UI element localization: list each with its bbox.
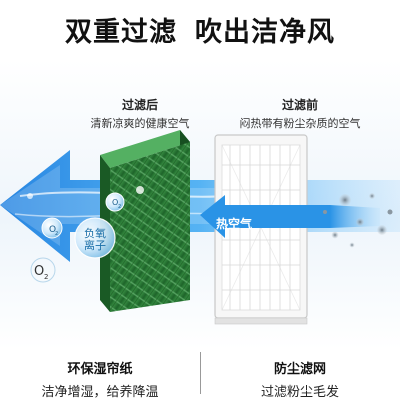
headline: 双重过滤吹出洁净风 (0, 10, 400, 49)
dust-filter-title: 防尘滤网 (273, 362, 326, 377)
wet-curtain-block (100, 130, 190, 312)
wet-curtain-title: 环保湿帘纸 (67, 362, 133, 377)
svg-text:O: O (49, 225, 56, 235)
svg-text:2: 2 (44, 273, 48, 281)
dust-filter-caption: 防尘滤网 过滤粉尘毛发 (200, 358, 400, 400)
svg-text:O: O (112, 198, 118, 207)
hot-air-arrow (200, 195, 380, 238)
wet-curtain-caption: 环保湿帘纸 洁净增湿，给养降温 (0, 358, 200, 400)
after-filter-label: 过滤后 清新凉爽的健康空气 (55, 96, 225, 131)
negative-ion-label: 负氧离子 (84, 227, 106, 252)
svg-text:O: O (34, 264, 44, 279)
dust-filter-subtitle: 过滤粉尘毛发 (260, 385, 339, 400)
svg-text:2: 2 (118, 204, 121, 210)
oxygen-molecule-icon: O 2 (30, 257, 56, 283)
divider (200, 352, 201, 394)
before-filter-subtitle: 闷热带有粉尘杂质的空气 (239, 117, 361, 130)
after-filter-subtitle: 清新凉爽的健康空气 (90, 117, 190, 130)
dust-particles (323, 193, 393, 248)
oxygen-bubble-icon: O 2 (105, 192, 125, 212)
svg-text:2: 2 (55, 231, 58, 237)
headline-part-2: 吹出洁净风 (195, 17, 335, 48)
headline-part-1: 双重过滤 (65, 17, 177, 48)
before-filter-label: 过滤前 闷热带有粉尘杂质的空气 (225, 96, 375, 131)
before-filter-title: 过滤前 (281, 98, 318, 112)
oxygen-bubble-icon: O 2 (41, 217, 63, 239)
negative-ion-bubble (74, 217, 116, 259)
hot-air-label: 热空气 (215, 217, 252, 231)
wet-curtain-subtitle: 洁净增湿，给养降温 (41, 385, 159, 400)
after-filter-title: 过滤后 (121, 98, 158, 112)
